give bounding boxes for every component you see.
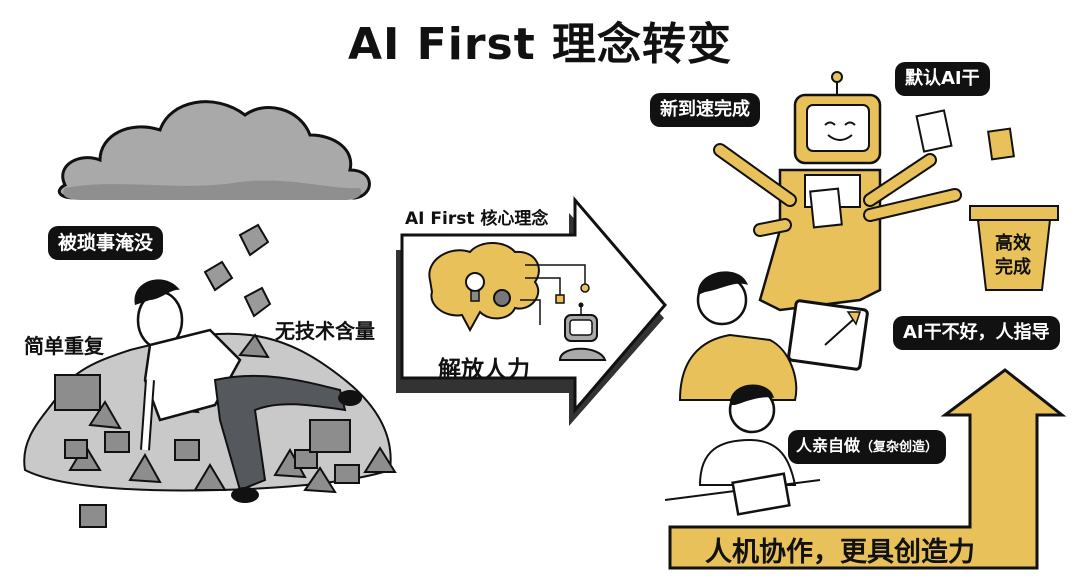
complex-creation-note: （复杂创造） — [860, 440, 939, 455]
bin-label: 高效 完成 — [995, 232, 1031, 280]
collaboration-banner-text: 人机协作，更具创造力 — [705, 537, 975, 568]
ai-robot — [713, 71, 1015, 312]
fast-complete-bubble: 新到速完成 — [650, 93, 760, 127]
page-title: AI First 理念转变 — [347, 19, 733, 70]
free-manpower-caption: 解放人力 — [438, 357, 530, 383]
ai-fails-human-guides-bubble: AI干不好，人指导 — [893, 316, 1060, 350]
guiding-man — [678, 271, 869, 401]
human-does-it-text: 人亲自做 — [796, 436, 861, 455]
default-ai-bubble: 默认AI干 — [895, 62, 990, 96]
overwhelmed-man — [134, 279, 362, 503]
output-bin — [969, 205, 1059, 291]
bin-label-line1: 高效 — [995, 233, 1031, 254]
core-concept-title: AI First 核心理念 — [405, 209, 549, 229]
label-simple-repetitive: 简单重复 — [24, 334, 104, 358]
falling-cubes — [203, 223, 272, 318]
overwhelmed-speech-bubble: 被琐事淹没 — [48, 226, 164, 260]
core-concept-arrow — [396, 195, 667, 426]
human-does-it-bubble: 人亲自做（复杂创造） — [788, 430, 947, 464]
label-no-tech-content: 无技术含量 — [275, 319, 375, 343]
bin-label-line2: 完成 — [995, 257, 1031, 278]
rubble-pile — [23, 332, 397, 528]
growth-arrow — [668, 368, 1067, 570]
cloud-icon — [57, 100, 371, 200]
drawing-man — [664, 384, 821, 516]
